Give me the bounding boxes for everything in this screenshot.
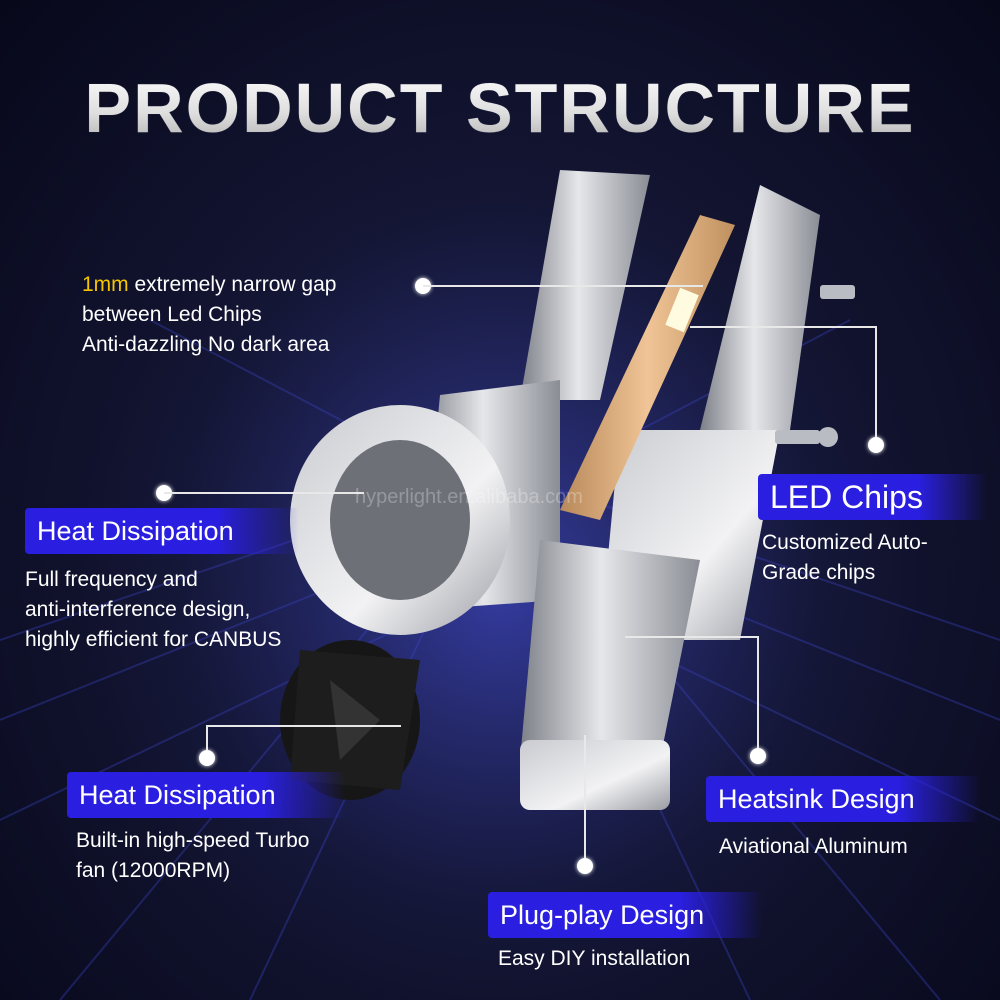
heat-dissipation-1-line-3: highly efficient for CANBUS (25, 628, 282, 651)
led-chips-line-1: Customized Auto- (762, 531, 928, 554)
heat-dissipation-2-line-2: fan (12000RPM) (76, 859, 231, 882)
plug-play-line-v (584, 735, 586, 860)
heatsink-dot (750, 748, 766, 764)
led-chips-line-2: Grade chips (762, 561, 876, 584)
heat-dissipation-2-line-v (206, 725, 208, 755)
heatsink-heading: Heatsink Design (706, 776, 980, 822)
heat-dissipation-2-description: Built-in high-speed Turbo fan (12000RPM) (76, 826, 309, 886)
heat-dissipation-1-line-1: Full frequency and (25, 568, 198, 591)
page-title: PRODUCT STRUCTURE (0, 68, 1000, 148)
led-chips-dot (868, 437, 884, 453)
gap-line-1: 1mm extremely narrow gap (82, 270, 336, 300)
heatsink-line-1: Aviational Aluminum (719, 835, 908, 858)
plug-play-line-1: Easy DIY installation (498, 947, 691, 970)
plug-play-dot (577, 858, 593, 874)
bulb-illustration (280, 170, 855, 810)
led-chips-line-v (875, 326, 877, 441)
gap-pointer-line (423, 285, 703, 287)
led-chips-line-h (690, 326, 876, 328)
heatsink-line-v (757, 636, 759, 751)
led-chips-description: Customized Auto- Grade chips (762, 528, 928, 588)
gap-line-3: Anti-dazzling No dark area (82, 333, 330, 356)
gap-highlight: 1mm (82, 273, 129, 296)
watermark: hyperlight.en.alibaba.com (355, 486, 583, 508)
heat-dissipation-2-heading: Heat Dissipation (67, 772, 346, 818)
heat-dissipation-1-line-2: anti-interference design, (25, 598, 251, 621)
gap-line-1-rest: extremely narrow gap (128, 273, 337, 296)
plug-play-heading: Plug-play Design (488, 892, 762, 938)
heat-dissipation-1-heading: Heat Dissipation (25, 508, 299, 554)
heatsink-description: Aviational Aluminum (719, 832, 908, 862)
gap-line-2: between Led Chips (82, 303, 262, 326)
heat-dissipation-2-line-h (206, 725, 401, 727)
plug-play-description: Easy DIY installation (498, 944, 690, 974)
heat-dissipation-1-description: Full frequency and anti-interference des… (25, 565, 281, 655)
led-chips-heading: LED Chips (758, 474, 987, 520)
heat-dissipation-1-line (164, 492, 364, 494)
heat-dissipation-2-line-1: Built-in high-speed Turbo (76, 829, 310, 852)
heat-dissipation-2-dot (199, 750, 215, 766)
gap-description: 1mm extremely narrow gap between Led Chi… (82, 270, 336, 360)
heatsink-line-h (625, 636, 758, 638)
